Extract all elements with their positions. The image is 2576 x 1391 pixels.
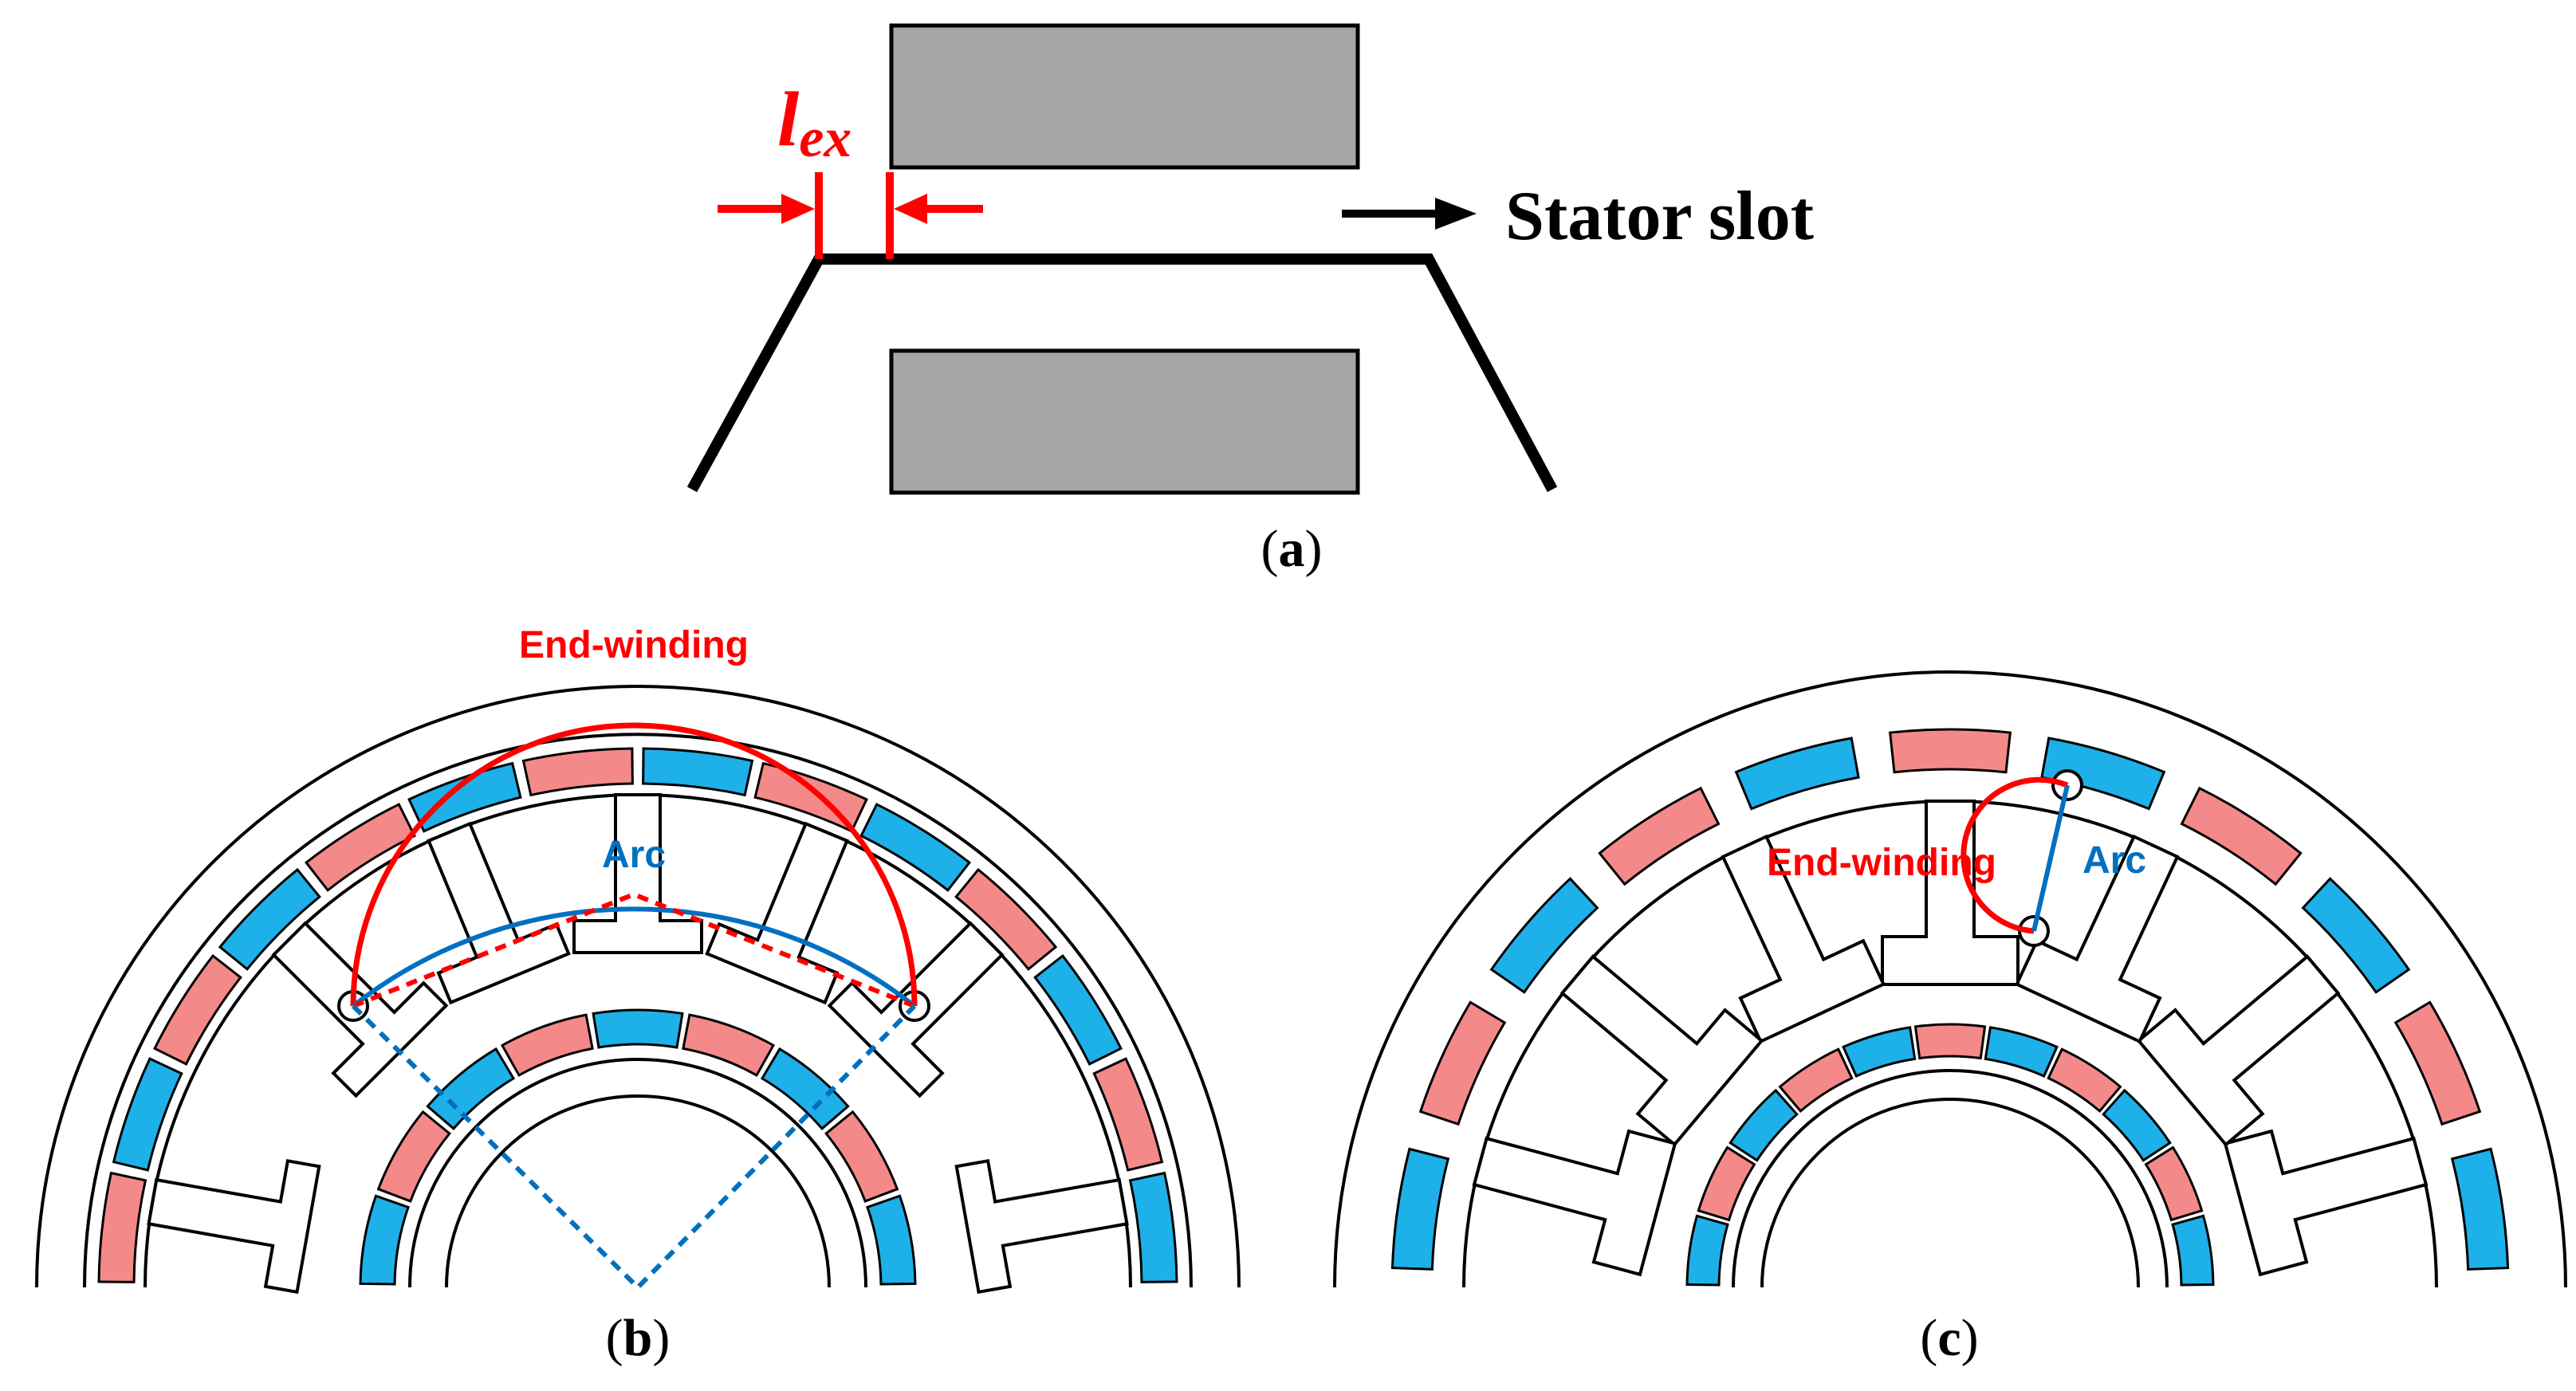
outer-magnet-b: [954, 867, 1058, 971]
outer-magnet-b: [218, 867, 321, 971]
arc-line-c: [2031, 784, 2070, 932]
end-winding-label-b: End-winding: [519, 624, 749, 666]
outer-magnet-b: [753, 761, 868, 833]
inner-magnet-b: [824, 1110, 899, 1203]
panel-b: [35, 685, 1241, 1295]
arc-curve-b: [352, 906, 916, 1008]
lex-arrow-left: [718, 194, 815, 224]
stator-block-top: [889, 23, 1360, 170]
inner-rotor-arc-1-b: [408, 1058, 867, 1288]
inner-magnet-b: [426, 1047, 516, 1131]
stator-teeth-c: [1472, 800, 2429, 1277]
inner-magnet-c: [1984, 1026, 2059, 1078]
stator-outer-arc-b: [83, 733, 1193, 1288]
inner-magnet-b: [500, 1013, 594, 1077]
end-winding-curve-b: [350, 722, 918, 1007]
inner-magnet-b: [376, 1110, 451, 1203]
outer-frame-b: [35, 685, 1241, 1288]
inner-magnets-b: [359, 1008, 917, 1286]
outer-magnet-c: [1489, 877, 1599, 994]
outer-magnet-b: [112, 1057, 183, 1172]
inner-magnet-b: [682, 1013, 776, 1077]
stator-slot-arrow: [1342, 198, 1477, 230]
stator-tooth-c: [1559, 954, 1764, 1147]
outer-magnet-b: [1033, 953, 1123, 1066]
outer-frame-c: [1333, 670, 2567, 1288]
lex-label: lex: [777, 77, 851, 169]
outer-magnet-c: [1888, 728, 2012, 774]
stator-tooth-c: [1721, 834, 1886, 1044]
inner-magnet-c: [2171, 1214, 2215, 1287]
stator-tooth-c: [2136, 954, 2341, 1147]
outer-magnet-c: [2301, 877, 2411, 994]
stator-tooth-b: [705, 821, 849, 1005]
stator-tooth-b: [572, 793, 703, 954]
outer-magnet-c: [1390, 1147, 1450, 1271]
outer-magnet-c: [2393, 1000, 2482, 1126]
outer-magnet-b: [1092, 1057, 1164, 1172]
outer-magnets-b: [97, 747, 1178, 1283]
inner-magnet-c: [1913, 1023, 1987, 1060]
lex-arrow-right: [894, 194, 983, 224]
inner-magnet-b: [359, 1194, 410, 1286]
arc-label-b: Arc: [602, 834, 666, 876]
inner-rotor-arc-2-c: [1760, 1098, 2140, 1288]
inner-magnet-c: [2047, 1047, 2122, 1113]
inner-rotor-arc-2-b: [445, 1094, 831, 1288]
stator-tooth-b: [147, 1159, 321, 1295]
inner-magnet-c: [1697, 1145, 1756, 1222]
caption-a: (a): [1261, 520, 1323, 578]
outer-magnet-b: [642, 747, 754, 797]
inner-rotor-arc-1-c: [1732, 1069, 2169, 1288]
outer-magnet-b: [304, 803, 416, 892]
stator-tooth-c: [1881, 800, 2020, 986]
outer-magnet-c: [1418, 1000, 1507, 1126]
outer-magnet-b: [153, 953, 242, 1066]
caption-b: (b): [606, 1309, 671, 1367]
panel-a: lex Stator slot (a): [686, 23, 1814, 578]
outer-magnet-c: [1734, 737, 1860, 811]
stator-tooth-c: [1472, 1129, 1677, 1277]
stator-teeth-b: [147, 793, 1129, 1295]
inner-magnet-c: [1778, 1047, 1854, 1113]
inner-magnet-b: [866, 1194, 917, 1286]
inner-magnet-b: [760, 1047, 850, 1131]
outer-magnet-b: [1128, 1171, 1178, 1283]
end-winding-curve-c: [1961, 776, 2069, 934]
stator-tooth-b: [427, 821, 571, 1005]
outer-magnet-b: [521, 747, 634, 797]
inner-magnet-c: [1728, 1088, 1799, 1162]
outer-magnet-c: [2180, 786, 2303, 886]
panel-b-overlays: End-winding Arc (b): [337, 624, 930, 1367]
coil-conductor-path: [686, 253, 1558, 493]
outer-magnet-b: [97, 1171, 147, 1283]
outer-magnet-c: [1598, 786, 1721, 886]
stator-block-bottom: [889, 348, 1360, 495]
outer-magnets-c: [1390, 728, 2510, 1271]
inner-magnet-c: [2144, 1145, 2204, 1222]
inner-magnet-b: [592, 1008, 684, 1049]
stator-tooth-c: [2014, 834, 2180, 1044]
caption-c: (c): [1920, 1309, 1978, 1367]
panel-c-overlays: End-winding Arc (c): [1767, 769, 2146, 1367]
inner-magnet-c: [1685, 1214, 1729, 1287]
outer-magnet-b: [859, 803, 972, 892]
inner-magnet-c: [2102, 1088, 2172, 1162]
inner-magnets-c: [1685, 1023, 2215, 1287]
lex-main-text: l: [777, 77, 800, 163]
inner-magnet-c: [1842, 1026, 1917, 1078]
arc-label-c: Arc: [2082, 839, 2146, 882]
end-winding-label-c: End-winding: [1767, 842, 1996, 884]
stator-slot-label: Stator slot: [1505, 178, 1814, 255]
stator-tooth-b: [954, 1159, 1129, 1295]
stator-tooth-c: [2223, 1129, 2429, 1277]
panel-c: [1333, 670, 2567, 1288]
lex-subscript-text: ex: [799, 108, 851, 169]
outer-magnet-c: [2450, 1147, 2510, 1271]
chord-dashed-b: [352, 891, 916, 1008]
